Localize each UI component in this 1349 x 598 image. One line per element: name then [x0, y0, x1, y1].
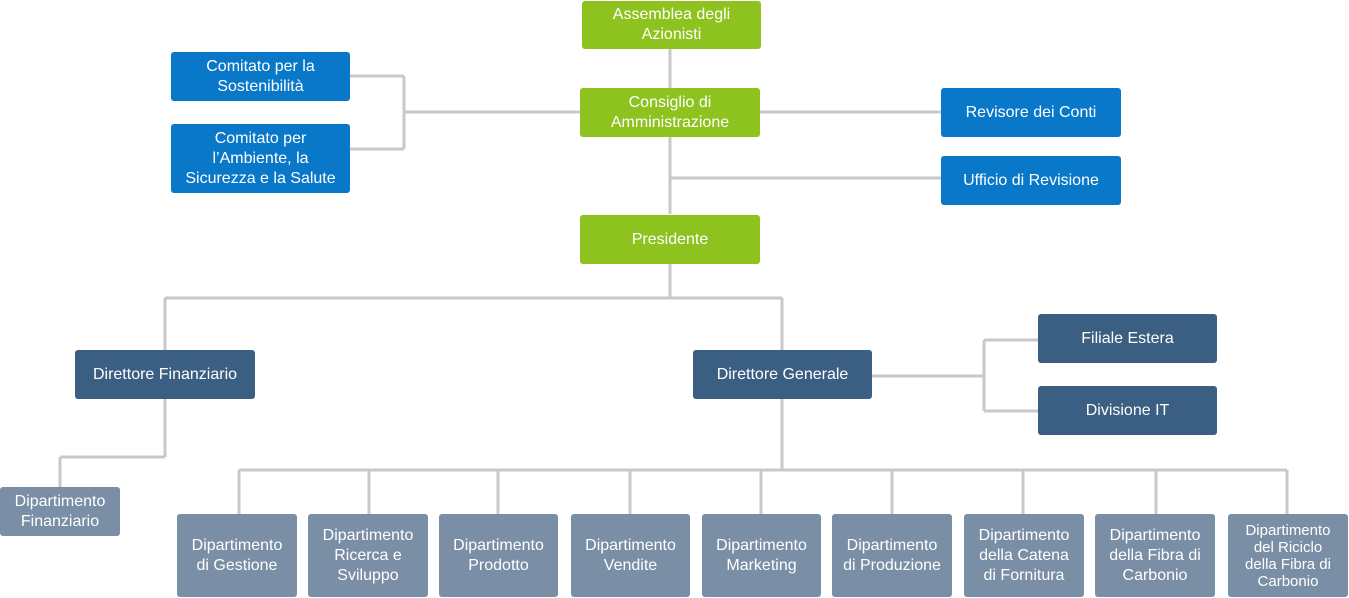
node-direttore-finanziario: Direttore Finanziario: [75, 350, 255, 399]
node-revisore-conti: Revisore dei Conti: [941, 88, 1121, 137]
node-comitato-sostenibilita: Comitato per la Sostenibilità: [171, 52, 350, 101]
node-presidente: Presidente: [580, 215, 760, 264]
node-divisione-it: Divisione IT: [1038, 386, 1217, 435]
node-direttore-generale: Direttore Generale: [693, 350, 872, 399]
node-dipartimento-vendite: Dipartimento Vendite: [571, 514, 690, 597]
node-assemblea-azionisti: Assemblea degli Azionisti: [582, 1, 761, 49]
node-consiglio-amministrazione: Consiglio di Amministrazione: [580, 88, 760, 137]
node-comitato-ambiente: Comitato per l’Ambiente, la Sicurezza e …: [171, 124, 350, 193]
node-dipartimento-fibra-carbonio: Dipartimento della Fibra di Carbonio: [1095, 514, 1215, 597]
node-dipartimento-ricerca-sviluppo: Dipartimento Ricerca e Sviluppo: [308, 514, 428, 597]
node-filiale-estera: Filiale Estera: [1038, 314, 1217, 363]
node-dipartimento-marketing: Dipartimento Marketing: [702, 514, 821, 597]
node-dipartimento-prodotto: Dipartimento Prodotto: [439, 514, 558, 597]
node-dipartimento-finanziario: Dipartimento Finanziario: [0, 487, 120, 536]
node-dipartimento-riciclo-fibra: Dipartimento del Riciclo della Fibra di …: [1228, 514, 1348, 597]
node-dipartimento-produzione: Dipartimento di Produzione: [832, 514, 952, 597]
node-ufficio-revisione: Ufficio di Revisione: [941, 156, 1121, 205]
node-dipartimento-gestione: Dipartimento di Gestione: [177, 514, 297, 597]
node-dipartimento-catena-fornitura: Dipartimento della Catena di Fornitura: [964, 514, 1084, 597]
